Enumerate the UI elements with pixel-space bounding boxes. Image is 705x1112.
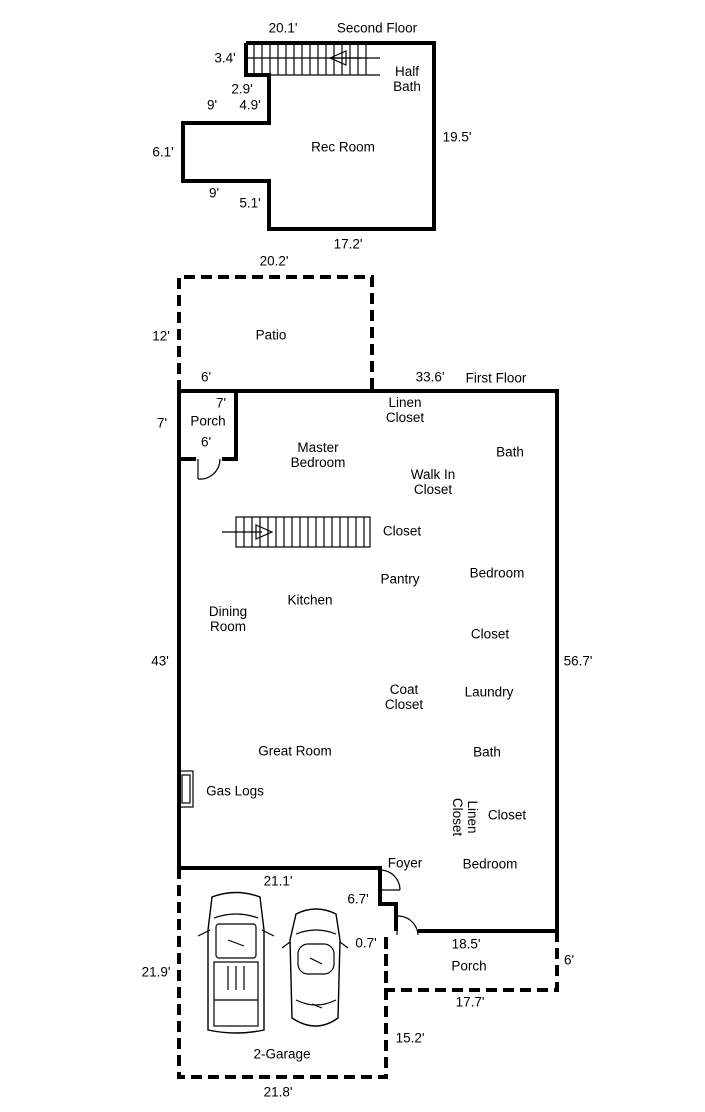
dim-porch-top: 7' xyxy=(215,395,227,411)
dim-garage-notch: 6.7' xyxy=(347,891,369,907)
room-laundry: Laundry xyxy=(464,684,514,700)
dim-step-a: 2.9' xyxy=(231,81,253,97)
dim-front-porch-bottom: 17.7' xyxy=(455,994,485,1010)
dim-second-floor-left: 6.1' xyxy=(152,144,174,160)
dim-patio-left: 12' xyxy=(152,328,170,344)
room-bath-top: Bath xyxy=(496,444,524,460)
room-linen-closet-lower: Linen Closet xyxy=(450,797,480,837)
dim-lower-notch: 9' xyxy=(208,185,220,201)
room-bath-lower: Bath xyxy=(473,744,501,760)
first-floor-stairs xyxy=(222,516,371,548)
room-linen-closet-top: Linen Closet xyxy=(385,395,425,425)
room-closet-right: Closet xyxy=(470,626,510,642)
patio-outline xyxy=(177,275,374,391)
room-patio: Patio xyxy=(255,327,287,343)
room-porch-small: Porch xyxy=(190,413,226,429)
dim-patio-bottom: 6' xyxy=(200,369,212,385)
dim-first-floor-top: 33.6' xyxy=(415,369,445,385)
pickup-truck xyxy=(197,891,275,1034)
room-half-bath: Half Bath xyxy=(393,64,421,94)
dim-upper-notch: 9' xyxy=(206,97,218,113)
room-pantry: Pantry xyxy=(380,571,420,587)
fireplace xyxy=(178,770,194,808)
front-door-swing xyxy=(396,915,419,936)
dim-second-floor-bottom: 17.2' xyxy=(333,236,363,252)
dim-stair-width: 3.4' xyxy=(214,50,236,66)
room-dining-room: Dining Room xyxy=(208,604,248,634)
dim-garage-right: 15.2' xyxy=(395,1030,425,1046)
dim-front-porch-top: 18.5' xyxy=(451,936,481,952)
dim-garage-left: 21.9' xyxy=(141,964,171,980)
room-coat-closet: Coat Closet xyxy=(384,682,424,712)
dim-second-floor-top: 20.1' xyxy=(268,20,298,36)
room-great-room: Great Room xyxy=(258,743,332,759)
room-garage: 2-Garage xyxy=(253,1046,311,1062)
room-gas-logs: Gas Logs xyxy=(206,783,264,799)
dim-step-b: 4.9' xyxy=(239,97,261,113)
room-kitchen: Kitchen xyxy=(287,592,333,608)
room-bedroom-lower: Bedroom xyxy=(462,856,518,872)
dim-garage-bottom: 21.8' xyxy=(263,1084,293,1100)
sedan-car xyxy=(281,908,349,1027)
room-foyer: Foyer xyxy=(387,855,423,871)
dim-second-floor-right: 19.5' xyxy=(442,129,472,145)
garage-outline xyxy=(177,868,388,1079)
dim-porch-bottom: 6' xyxy=(200,434,212,450)
foyer-door-swing xyxy=(379,869,401,891)
second-floor-stairs xyxy=(246,42,380,76)
dim-front-porch-right: 6' xyxy=(563,952,575,968)
room-master-bedroom: Master Bedroom xyxy=(290,440,346,470)
dim-first-floor-left: 43' xyxy=(151,653,169,669)
dim-patio-top: 20.2' xyxy=(259,253,289,269)
room-closet-lower: Closet xyxy=(487,807,527,823)
small-porch-walls xyxy=(179,391,238,461)
dim-lower-step: 5.1' xyxy=(239,195,261,211)
room-closet-stair: Closet xyxy=(382,523,422,539)
room-bedroom-right: Bedroom xyxy=(469,565,525,581)
room-walk-in-closet: Walk In Closet xyxy=(410,467,456,497)
dim-porch-left: 7' xyxy=(156,415,168,431)
porch-door-swing xyxy=(197,458,221,480)
first-floor-outline xyxy=(177,389,559,933)
dim-first-floor-right: 56.7' xyxy=(563,653,593,669)
second-floor-title: Second Floor xyxy=(336,20,418,36)
dim-garage-top: 21.1' xyxy=(263,873,293,889)
dim-garage-step: 0.7' xyxy=(355,935,377,951)
room-rec-room: Rec Room xyxy=(311,139,375,155)
room-front-porch: Porch xyxy=(451,958,487,974)
first-floor-title: First Floor xyxy=(465,370,527,386)
